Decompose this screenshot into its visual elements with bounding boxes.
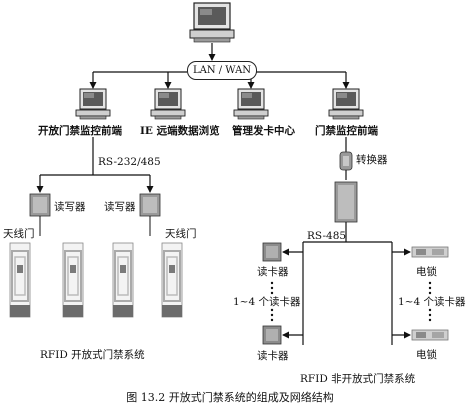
reader-bottom-label: 读卡器 [257,350,289,362]
antenna-gate-icon [161,242,183,318]
terminal-label-open-monitor: 开放门禁监控前端 [38,125,122,137]
terminal-label-monitor: 门禁监控前端 [315,125,378,137]
rs232-converter-icon [339,151,353,171]
lock-top-label: 电锁 [416,266,437,278]
controller-box-icon [334,181,358,223]
ellipsis-dots [270,281,432,322]
closed-system-label: RFID 非开放式门禁系统 [300,373,416,385]
antenna-left-label: 天线门 [3,228,35,240]
computer-icon [150,88,186,120]
open-system-label: RFID 开放式门禁系统 [40,349,145,361]
lock-bottom-label: 电锁 [416,349,437,361]
rs485-label: RS-485 [307,230,347,242]
server-computer-icon [189,2,235,43]
electric-lock-icon [411,329,449,341]
card-reader-icon [262,325,282,345]
lock-range-label: 1~4 个读卡器 [398,296,466,308]
antenna-right-label: 天线门 [165,228,197,240]
antenna-gate-icon [9,242,31,318]
antenna-gate-icon [112,242,134,318]
figure-caption: 图 13.2 开放式门禁系统的组成及网络结构 [126,391,334,404]
reader-left-label: 读写器 [54,201,86,213]
reader-icon [139,193,161,217]
antenna-gate-icon [62,242,84,318]
lan-wan-node: LAN / WAN [187,61,257,80]
electric-lock-icon [411,246,449,258]
terminal-label-card-center: 管理发卡中心 [232,125,295,137]
rs232-485-label: RS-232/485 [98,156,161,168]
computer-icon [328,88,364,120]
terminal-label-ie-browse: IE 远端数据浏览 [140,125,220,137]
converter-label: 转换器 [356,154,388,166]
computer-icon [233,88,269,120]
reader-icon [29,193,51,217]
reader-range-label: 1~4 个读卡器 [233,296,301,308]
card-reader-icon [262,242,282,262]
reader-right-label: 读写器 [104,201,136,213]
reader-top-label: 读卡器 [257,266,289,278]
computer-icon [75,88,111,120]
